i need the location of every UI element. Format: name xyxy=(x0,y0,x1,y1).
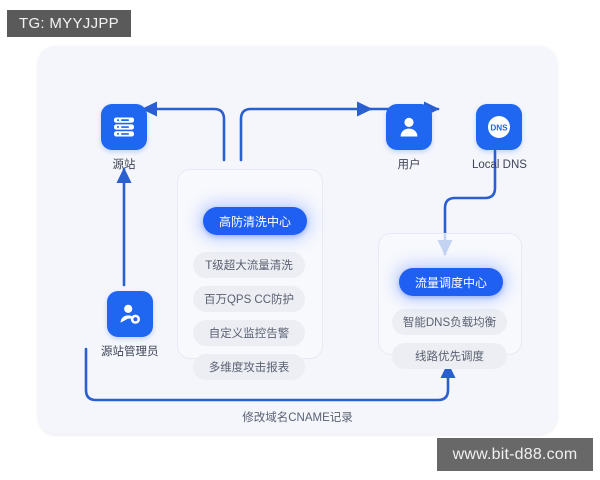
group-title-sched[interactable]: 流量调度中心 xyxy=(399,268,504,296)
feature-pill[interactable]: 百万QPS CC防护 xyxy=(193,286,305,312)
node-origin-label: 源站 xyxy=(112,159,136,171)
diagram-card: 源站 用户 DNS Local DNS xyxy=(38,46,557,434)
feature-pill[interactable]: 线路优先调度 xyxy=(392,343,507,369)
edge-clean-to-origin xyxy=(141,101,226,162)
node-origin[interactable]: 源站 xyxy=(101,104,147,173)
node-local-dns-label: Local DNS xyxy=(472,159,527,171)
node-admin-label: 源站管理员 xyxy=(101,346,159,358)
node-admin[interactable]: 源站管理员 xyxy=(101,291,159,360)
admin-user-gear-icon xyxy=(106,291,153,337)
feature-pill[interactable]: 智能DNS负载均衡 xyxy=(392,309,507,335)
group-title-clean[interactable]: 高防清洗中心 xyxy=(203,207,308,235)
feature-pill[interactable]: 自定义监控告警 xyxy=(193,320,305,346)
edge-label-cname: 修改域名CNAME记录 xyxy=(242,412,353,424)
server-icon xyxy=(101,104,147,150)
watermark-overlay: www.bit-d88.com xyxy=(437,438,593,471)
dns-icon-text: DNS xyxy=(491,123,509,132)
tg-tag-overlay: TG: MYYJJPP xyxy=(7,10,131,37)
feature-pill[interactable]: T级超大流量清洗 xyxy=(193,252,305,278)
edge-clean-to-user xyxy=(239,101,373,162)
dns-icon: DNS xyxy=(476,104,523,150)
node-user-label: 用户 xyxy=(397,159,421,171)
node-local-dns[interactable]: DNS Local DNS xyxy=(472,104,527,173)
user-icon xyxy=(386,104,432,150)
feature-pill[interactable]: 多维度攻击报表 xyxy=(193,354,305,380)
node-user[interactable]: 用户 xyxy=(386,104,432,173)
